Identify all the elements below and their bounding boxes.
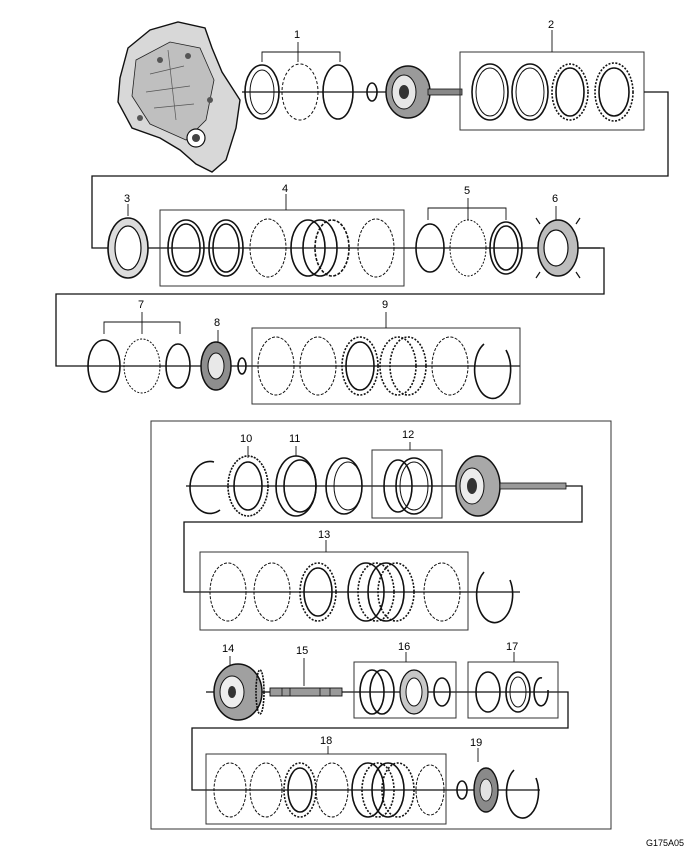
part-3: 3	[107, 193, 149, 279]
part-4-group: 4	[159, 183, 405, 287]
part-5-group: 5	[415, 185, 523, 277]
callout-6: 6	[552, 193, 558, 205]
callout-9: 9	[382, 299, 388, 311]
part-15: 15	[269, 645, 343, 697]
part-9-group: 9	[251, 299, 521, 405]
part-2-group: 2	[459, 19, 645, 131]
row5-open-ring	[475, 571, 514, 624]
part-1-group: 1	[244, 29, 354, 121]
callout-5: 5	[464, 185, 470, 197]
callout-15: 15	[296, 645, 308, 657]
row4-ring	[325, 457, 363, 515]
part-18-group: 18	[205, 735, 447, 825]
part-13-group: 13	[199, 529, 469, 631]
callout-4: 4	[282, 183, 288, 195]
row4-open-ring	[189, 460, 221, 515]
input-shaft-assembly	[385, 65, 463, 119]
part-10: 10	[227, 433, 269, 517]
row4-hub-assembly	[455, 455, 567, 517]
transmission-case	[117, 21, 241, 173]
part-7-group: 7	[87, 299, 191, 394]
callout-17: 17	[506, 641, 518, 653]
callout-14: 14	[222, 643, 234, 655]
figure-code: G175A05	[646, 838, 684, 848]
part-11: 11	[275, 433, 317, 517]
part-17-group: 17	[467, 641, 559, 719]
callout-1: 1	[294, 29, 300, 41]
callout-19: 19	[470, 737, 482, 749]
callout-3: 3	[124, 193, 130, 205]
part-12-group: 12	[371, 429, 443, 519]
callout-8: 8	[214, 317, 220, 329]
row7-open-ring	[505, 769, 540, 819]
callout-12: 12	[402, 429, 414, 441]
part-6: 6	[535, 193, 586, 279]
callout-7: 7	[138, 299, 144, 311]
callout-18: 18	[320, 735, 332, 747]
part-14: 14	[213, 643, 265, 721]
callout-11: 11	[289, 433, 300, 445]
part-16-group: 16	[353, 641, 457, 719]
lower-section-frame	[150, 420, 612, 830]
callout-10: 10	[240, 433, 252, 445]
snap-ring-small	[366, 82, 378, 102]
callout-2: 2	[548, 19, 554, 31]
callout-16: 16	[398, 641, 410, 653]
part-19: 19	[456, 737, 499, 813]
part-8: 8	[200, 317, 247, 391]
callout-13: 13	[318, 529, 330, 541]
